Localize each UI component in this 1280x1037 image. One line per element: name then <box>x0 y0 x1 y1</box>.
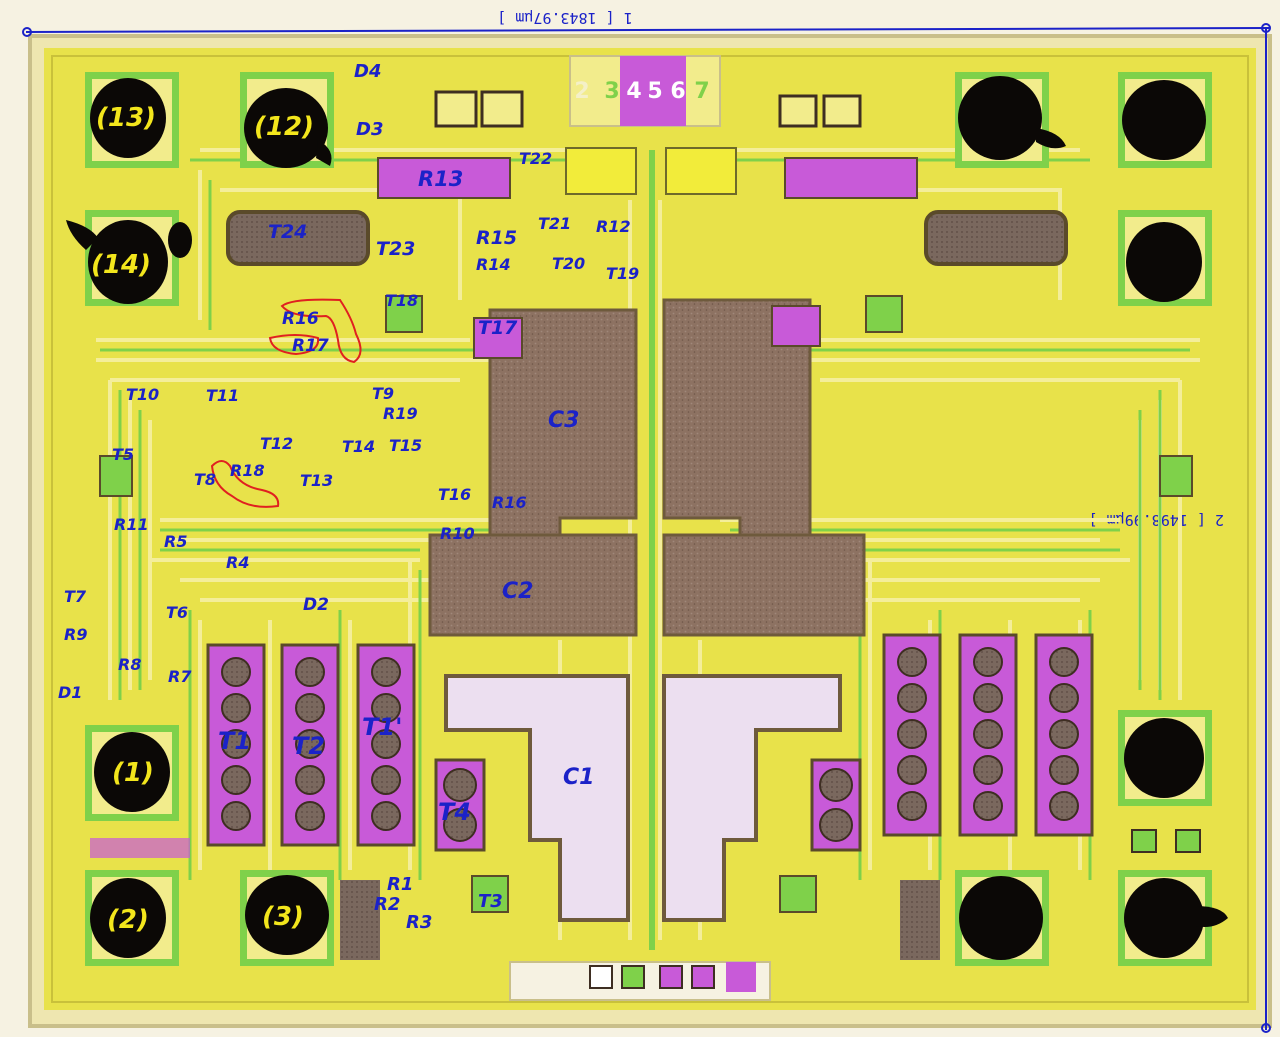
label-T18: T18 <box>385 291 418 310</box>
label-T13: T13 <box>300 471 333 490</box>
label-T4: T4 <box>438 798 471 826</box>
test-pad-label: 3 <box>604 79 619 104</box>
label-C2: C2 <box>502 579 533 604</box>
label-T23: T23 <box>376 238 415 260</box>
bond-wire-blobs <box>66 76 1228 960</box>
label-R9: R9 <box>64 625 87 644</box>
label-R16-mid: R16 <box>492 493 527 512</box>
label-R11: R11 <box>114 515 149 534</box>
pin-label-14: (14) <box>91 250 151 280</box>
bottom-test-pads <box>509 961 771 1001</box>
label-R15: R15 <box>476 227 517 249</box>
label-R8: R8 <box>118 655 141 674</box>
label-T10: T10 <box>126 385 159 404</box>
top-test-pads <box>569 55 721 127</box>
label-D4: D4 <box>354 61 381 82</box>
pin-label-3: (3) <box>262 902 304 932</box>
ruler-top-label: 1 [ 1843.97μm ] <box>497 9 632 27</box>
pin-label-1: (1) <box>112 758 154 788</box>
label-R5: R5 <box>164 532 187 551</box>
label-T2: T2 <box>292 732 325 760</box>
label-D2: D2 <box>303 595 329 615</box>
ruler-right-label: 2 [ 1498.99μm ] <box>1089 511 1224 529</box>
label-T3: T3 <box>478 891 503 912</box>
label-T24: T24 <box>268 221 307 243</box>
label-T22: T22 <box>519 149 552 168</box>
label-R19: R19 <box>383 404 418 423</box>
label-T21: T21 <box>538 214 571 233</box>
small-devices <box>90 90 1201 960</box>
test-pad-label: 6 <box>670 79 685 104</box>
test-pad-label: 7 <box>694 79 709 104</box>
label-T9: T9 <box>372 384 394 403</box>
pin-label-12: (12) <box>254 112 314 142</box>
test-pad-label: 4 <box>626 79 641 104</box>
label-T19: T19 <box>606 264 639 283</box>
ruler-marker-br <box>1261 1023 1271 1033</box>
capacitors <box>428 298 866 922</box>
label-R18: R18 <box>230 461 265 480</box>
label-R2: R2 <box>374 894 400 915</box>
label-R7: R7 <box>168 667 192 686</box>
label-T6: T6 <box>166 603 188 622</box>
label-D1: D1 <box>58 683 82 702</box>
label-R14: R14 <box>476 255 511 274</box>
label-T1-prime: T1' <box>362 713 402 741</box>
label-T15: T15 <box>389 436 422 455</box>
label-T7: T7 <box>64 587 87 606</box>
label-T11: T11 <box>206 386 239 405</box>
label-R12: R12 <box>596 217 631 236</box>
red-highlight-markers <box>210 298 362 508</box>
label-D3: D3 <box>356 119 383 140</box>
label-R1: R1 <box>387 874 413 895</box>
label-T8: T8 <box>194 470 216 489</box>
pin-label-2: (2) <box>107 905 149 935</box>
test-pad-label: 5 <box>647 79 662 104</box>
transistor-cells <box>221 647 1079 842</box>
test-pad-label: 2 <box>574 79 589 104</box>
ruler-line-top <box>25 27 1271 33</box>
label-T1: T1 <box>218 727 251 755</box>
label-T20: T20 <box>552 254 585 273</box>
ruler-marker-tl <box>22 27 32 37</box>
label-T14: T14 <box>342 437 375 456</box>
label-T5: T5 <box>112 445 134 464</box>
label-T17: T17 <box>478 317 518 339</box>
label-R16-top: R16 <box>282 309 319 329</box>
output-transistors <box>206 633 1094 852</box>
label-T16: T16 <box>438 485 471 504</box>
label-R17: R17 <box>292 336 329 356</box>
label-R10: R10 <box>440 524 475 543</box>
label-R3: R3 <box>406 912 432 933</box>
pin-label-13: (13) <box>96 103 156 133</box>
label-C1: C1 <box>563 765 594 790</box>
label-R13: R13 <box>418 167 463 191</box>
label-C3: C3 <box>548 408 579 433</box>
label-R4: R4 <box>226 553 249 572</box>
ruler-marker-tr <box>1261 23 1271 33</box>
label-T12: T12 <box>260 434 293 453</box>
